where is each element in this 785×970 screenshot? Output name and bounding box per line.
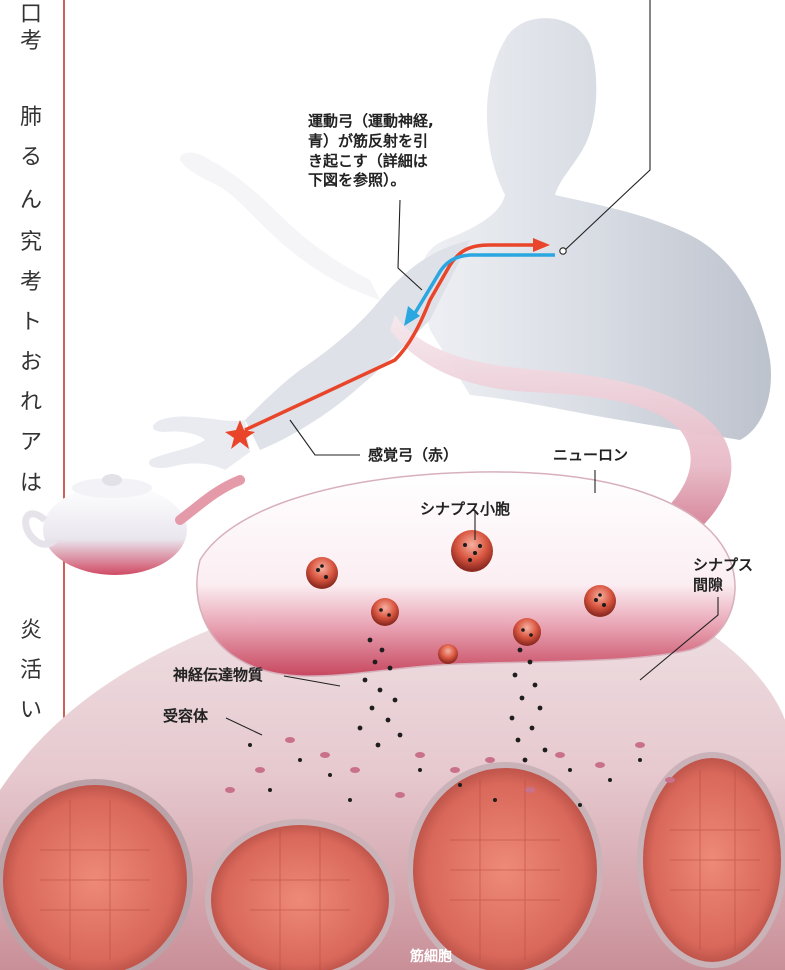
muscle-cell-label: 筋細胞 — [410, 948, 452, 966]
margin-char: ア — [20, 432, 42, 454]
motor-arc-label: 運動弓（運動神経, 青）が筋反射を引 き起こす（詳細は 下図を参照）。 — [308, 112, 434, 191]
margin-char: 炎 — [20, 620, 42, 642]
margin-char: ん — [20, 190, 42, 212]
neuron-label: ニューロン — [553, 446, 628, 466]
margin-char: 考 — [20, 272, 42, 294]
margin-char: れ — [20, 392, 42, 414]
synaptic-cleft-label-line: 間隙 — [693, 576, 753, 596]
synaptic-cleft-label: シナプス 間隙 — [693, 556, 753, 596]
margin-char: 考 — [20, 31, 42, 53]
receptor-label: 受容体 — [163, 707, 208, 727]
margin-char: い — [20, 700, 42, 722]
motor-arc-label-line: き起こす（詳細は — [308, 152, 434, 172]
motor-arc-label-line: 下図を参照）。 — [308, 171, 434, 191]
neurotransmitter-label: 神経伝達物質 — [173, 666, 263, 686]
synaptic-vesicle-label: シナプス小胞 — [420, 500, 510, 520]
motor-arc-label-line: 青）が筋反射を引 — [308, 132, 434, 152]
margin-char: ト — [20, 312, 42, 334]
margin-char: お — [20, 352, 42, 374]
margin-char: は — [20, 473, 42, 495]
margin-char: 肺 — [20, 107, 42, 129]
margin-char: 活 — [20, 660, 42, 682]
margin-char: 究 — [20, 232, 42, 254]
synaptic-cleft-label-line: シナプス — [693, 556, 753, 576]
margin-char: 口 — [20, 4, 42, 26]
margin-char: る — [20, 147, 42, 169]
motor-arc-label-line: 運動弓（運動神経, — [308, 112, 434, 132]
sensory-arc-label: 感覚弓（赤） — [368, 446, 458, 466]
